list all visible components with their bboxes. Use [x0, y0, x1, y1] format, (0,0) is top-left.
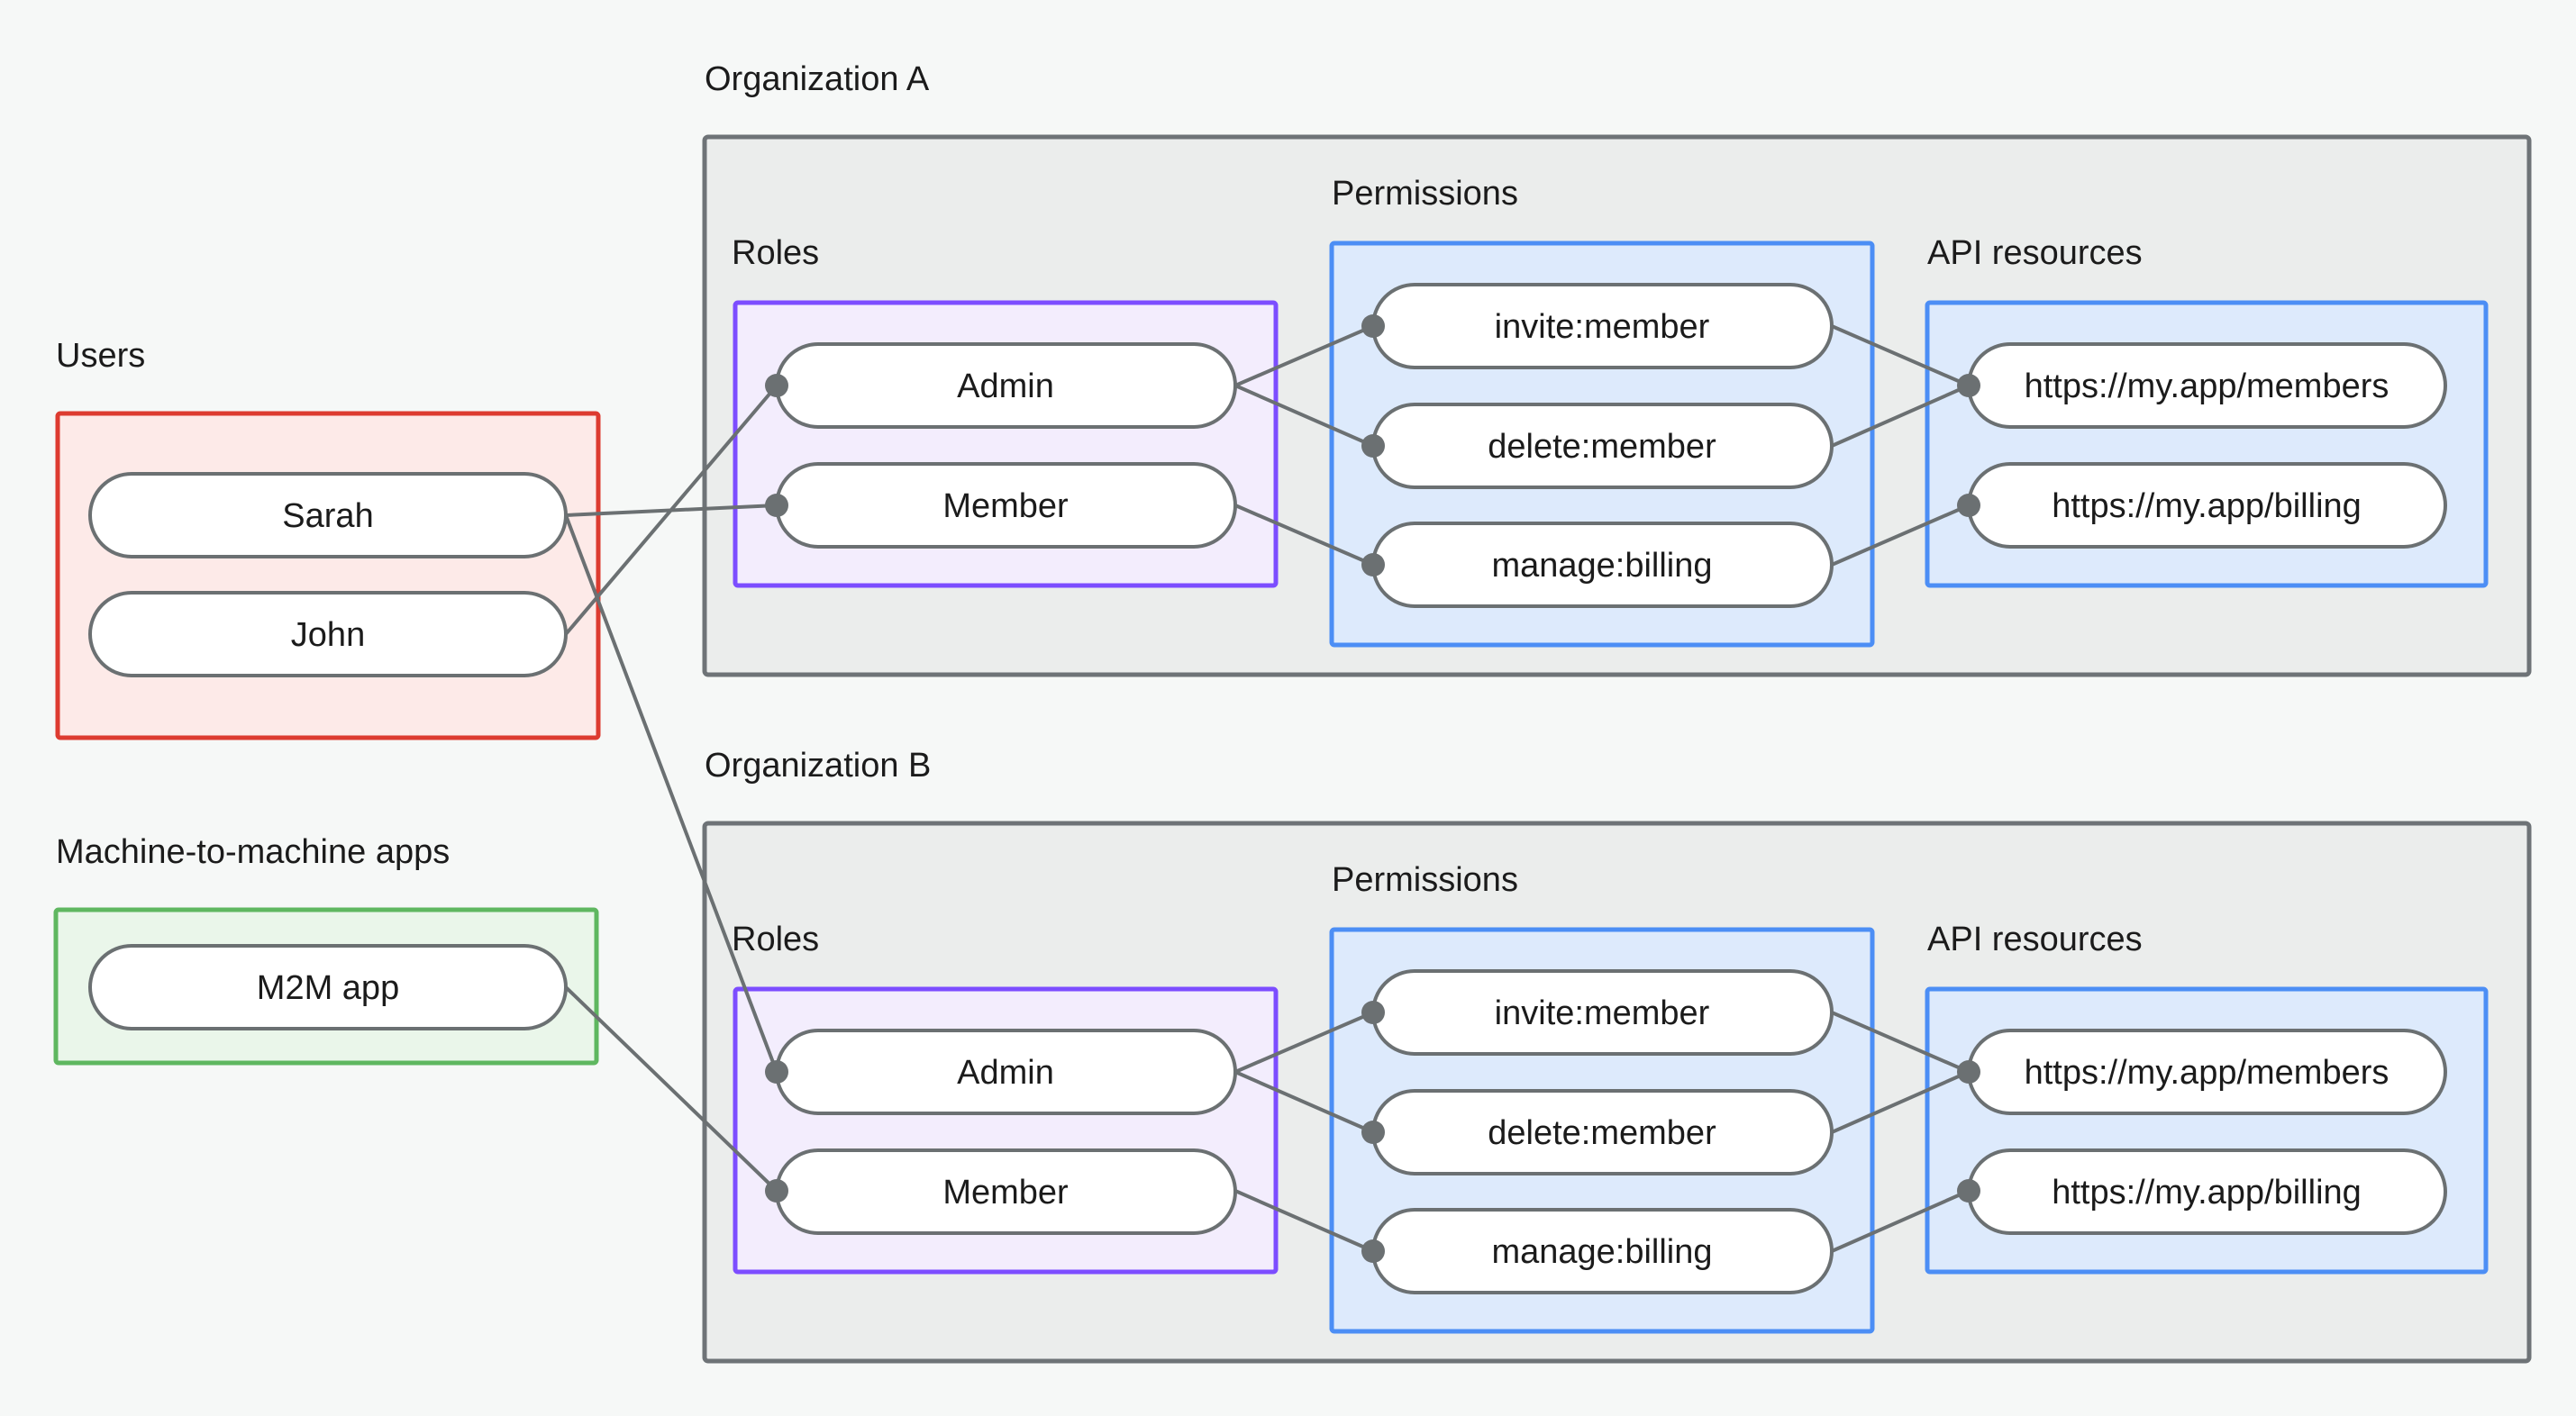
org-b-role-label-admin: Admin	[957, 1054, 1054, 1092]
org-b-title: Organization B	[705, 747, 931, 785]
edge-a-admin-to-delete	[1234, 384, 1374, 448]
edge-a-invite-to-res-members	[1831, 324, 1970, 387]
org-b-permission-node-billing[interactable]: manage:billing	[1371, 1208, 1834, 1294]
edge-m2m-to-b-member	[564, 985, 778, 1193]
users-box	[55, 411, 601, 740]
edge-b-member-to-billing	[1234, 1189, 1374, 1253]
dot-b-res-billing-in	[1957, 1179, 1980, 1203]
org-a-permissions-title: Permissions	[1332, 175, 1518, 213]
user-node-john[interactable]: John	[88, 591, 568, 677]
edge-b-admin-to-delete	[1234, 1070, 1374, 1134]
edge-sarah-to-b-admin	[564, 514, 778, 1073]
org-a-title: Organization A	[705, 60, 930, 98]
user-pill-sarah[interactable]	[88, 472, 568, 558]
dot-b-admin-in	[765, 1060, 788, 1084]
user-label-john: John	[291, 616, 365, 654]
org-b-api-node-members[interactable]: https://my.app/members	[1967, 1029, 2447, 1115]
edge-endpoint-dots	[765, 314, 1980, 1263]
org-b-permission-label-invite: invite:member	[1495, 994, 1710, 1032]
edge-b-delete-to-res-members	[1831, 1070, 1970, 1134]
org-a-permission-label-delete: delete:member	[1488, 428, 1716, 466]
user-label-sarah: Sarah	[282, 497, 373, 535]
org-b-permission-node-invite[interactable]: invite:member	[1371, 969, 1834, 1056]
user-pill-john[interactable]	[88, 591, 568, 677]
org-a-role-node-member[interactable]: Member	[775, 462, 1237, 549]
dot-a-res-members-in	[1957, 374, 1980, 397]
org-a-roles-title: Roles	[732, 234, 819, 272]
org-b-role-node-member[interactable]: Member	[775, 1148, 1237, 1235]
org-b-roles-title: Roles	[732, 921, 819, 958]
org-b-permissions-title: Permissions	[1332, 861, 1518, 899]
dot-b-invite-in	[1361, 1001, 1385, 1024]
org-b-role-label-member: Member	[942, 1174, 1069, 1212]
org-a-permission-node-invite[interactable]: invite:member	[1371, 283, 1834, 369]
org-b-api-label-members: https://my.app/members	[2025, 1054, 2389, 1092]
m2m-pill-app[interactable]	[88, 944, 568, 1030]
edge-a-admin-to-invite	[1234, 324, 1374, 387]
dot-b-res-members-in	[1957, 1060, 1980, 1084]
org-b-role-node-admin[interactable]: Admin	[775, 1029, 1237, 1115]
org-a-role-label-member: Member	[942, 487, 1069, 525]
edge-b-billing-to-res-billing	[1831, 1189, 1970, 1253]
org-a-api-node-billing[interactable]: https://my.app/billing	[1967, 462, 2447, 549]
org-b-permission-label-delete: delete:member	[1488, 1114, 1716, 1152]
org-a-api-label-billing: https://my.app/billing	[2052, 487, 2362, 525]
user-node-sarah[interactable]: Sarah	[88, 472, 568, 558]
org-b-api-node-billing[interactable]: https://my.app/billing	[1967, 1148, 2447, 1235]
m2m-label-app: M2M app	[257, 969, 399, 1007]
dot-a-billing-in	[1361, 553, 1385, 576]
org-b-permission-node-delete[interactable]: delete:member	[1371, 1089, 1834, 1175]
dot-a-admin-in	[765, 374, 788, 397]
org-a-permission-label-billing: manage:billing	[1491, 547, 1712, 585]
org-b-api-title: API resources	[1927, 921, 2143, 958]
org-a-permission-node-billing[interactable]: manage:billing	[1371, 522, 1834, 608]
dot-a-res-billing-in	[1957, 494, 1980, 517]
dot-a-member-in	[765, 494, 788, 517]
dot-b-billing-in	[1361, 1239, 1385, 1263]
dot-a-delete-in	[1361, 434, 1385, 458]
dot-a-invite-in	[1361, 314, 1385, 338]
org-b-permission-label-billing: manage:billing	[1491, 1233, 1712, 1271]
org-a-api-node-members[interactable]: https://my.app/members	[1967, 342, 2447, 429]
m2m-node-app[interactable]: M2M app	[88, 944, 568, 1030]
edge-a-delete-to-res-members	[1831, 384, 1970, 448]
edge-b-invite-to-res-members	[1831, 1011, 1970, 1074]
edge-a-member-to-billing	[1234, 504, 1374, 567]
edges-layer	[564, 324, 1970, 1253]
org-a-role-node-admin[interactable]: Admin	[775, 342, 1237, 429]
org-a-permission-node-delete[interactable]: delete:member	[1371, 403, 1834, 489]
dot-b-delete-in	[1361, 1121, 1385, 1144]
edge-b-admin-to-invite	[1234, 1011, 1374, 1074]
users-title: Users	[56, 337, 145, 375]
m2m-title: Machine-to-machine apps	[56, 833, 450, 871]
org-a-api-title: API resources	[1927, 234, 2143, 272]
edge-a-billing-to-res-billing	[1831, 504, 1970, 567]
org-a-role-label-admin: Admin	[957, 368, 1054, 405]
org-a-permission-label-invite: invite:member	[1495, 308, 1710, 346]
org-a-api-label-members: https://my.app/members	[2025, 368, 2389, 405]
dot-b-member-in	[765, 1179, 788, 1203]
edge-john-to-a-admin	[564, 384, 778, 636]
org-b-api-label-billing: https://my.app/billing	[2052, 1174, 2362, 1212]
